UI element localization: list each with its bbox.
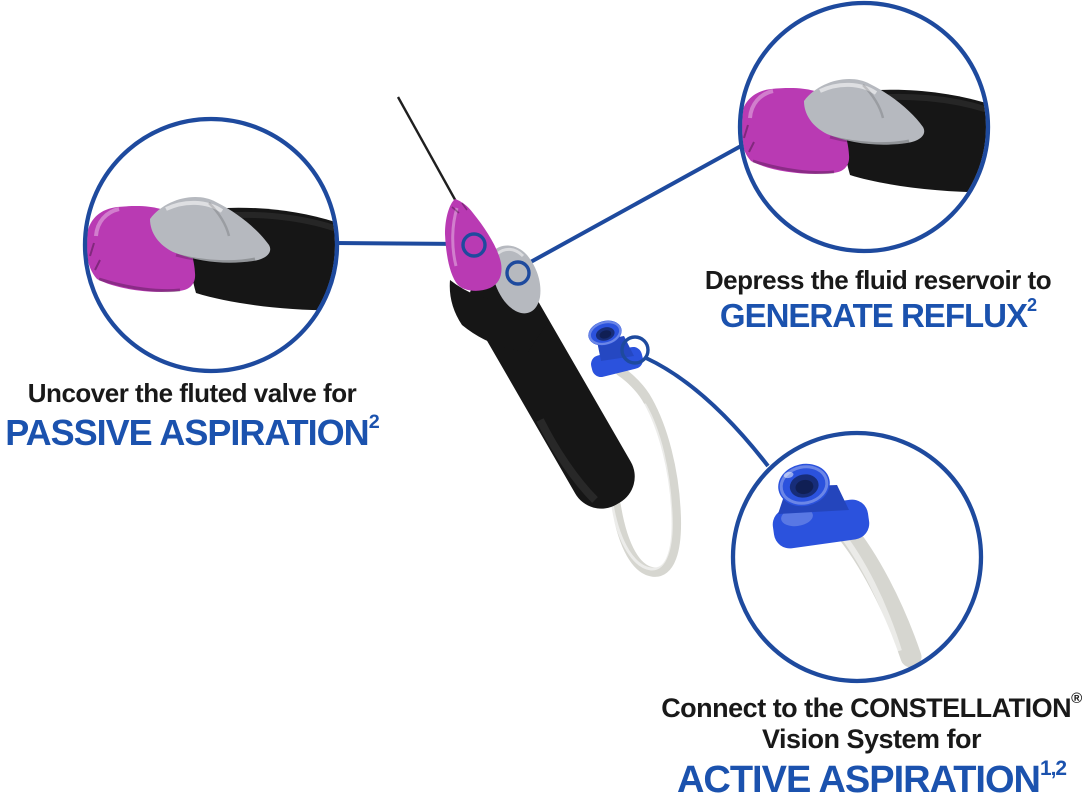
luer-opening-depth [599,330,612,339]
callout-active-intro-text: Connect to the CONSTELLATION [661,693,1072,723]
magnified-valve-fold [208,202,231,237]
luer-connector [588,320,643,378]
leader-lines [333,144,770,468]
magnified-valve-highlight [165,200,224,213]
magnifier-circle-fluid-reservoir [737,0,991,254]
handpiece-shoulder [449,280,548,352]
luer-opening-hole [595,327,615,341]
callout-active-intro: Connect to the CONSTELLATION® [653,689,1090,724]
callout-active-headline: ACTIVE ASPIRATION1,2 [653,756,1090,795]
magnified-fluted-valve-view [87,197,335,311]
needle [396,96,460,206]
registered-mark: ® [1071,689,1082,707]
handpiece-tip-cap [445,199,502,291]
magnified-opening-rim [779,465,829,505]
priming-tube-highlight [610,403,673,571]
handpiece-grip-sheen [536,418,598,503]
tip-cap-highlight [451,207,459,267]
magnified-fluid-reservoir-view [740,79,1004,192]
magnified-opening-hole [789,474,819,498]
marker-ring-luer-connector [620,335,650,365]
magnified-luer-connector-view [772,463,922,668]
luer-opening-rim [588,320,622,346]
magnified-tip-highlight [94,207,120,237]
callout-reflux-headline-sup: 2 [1026,295,1037,316]
callout-reflux-intro: Depress the fluid reservoir to [704,265,1052,295]
callout-generate-reflux: Depress the fluid reservoir to GENERATE … [668,265,1088,335]
marker-ring-fluted-valve [461,232,487,258]
magnified-tip-shade [98,277,181,293]
magnified-fluted-valve [150,197,271,263]
tip-cap-flutes [451,202,468,214]
magnifier-circle-luer-connector [730,430,984,684]
magnified-tube [834,519,922,668]
magnified-opening-depth [795,479,814,495]
handpiece [396,96,682,577]
fluid-reservoir [490,245,541,314]
leader-line-passive [333,241,467,246]
callout-passive-headline-text: PASSIVE ASPIRATION [5,411,369,453]
leader-line-active [645,356,770,468]
magnifier-outlines [82,0,991,684]
marker-rings [461,232,650,365]
magnified-opening-glint [783,471,794,479]
callout-passive-aspiration: Uncover the fluted valve for PASSIVE ASP… [0,378,384,454]
callout-active-headline-sup: 1,2 [1039,756,1067,780]
magnified-valve-shade [175,253,256,264]
leader-line-reflux [526,144,742,266]
callout-active-headline-text: ACTIVE ASPIRATION [676,759,1041,795]
callout-active-aspiration: Connect to the CONSTELLATION® Vision Sys… [653,689,1090,795]
magnified-tube-highlight [837,530,902,652]
luer-opening [588,320,622,346]
magnifier-circle-fluted-valve [82,116,340,374]
callout-reflux-headline-text: GENERATE REFLUX [719,296,1028,334]
callout-passive-intro: Uncover the fluted valve for [27,378,357,408]
callout-active-intro-line2: Vision System for [761,724,982,755]
fluid-reservoir-highlight [496,247,525,258]
callout-reflux-headline: GENERATE REFLUX2 [668,295,1088,335]
marker-ring-fluid-reservoir [505,260,531,286]
callout-passive-headline-sup: 2 [368,411,380,434]
magnified-tip-flutes [89,242,101,271]
handpiece-body [468,269,635,509]
callout-passive-headline: PASSIVE ASPIRATION2 [0,412,384,454]
